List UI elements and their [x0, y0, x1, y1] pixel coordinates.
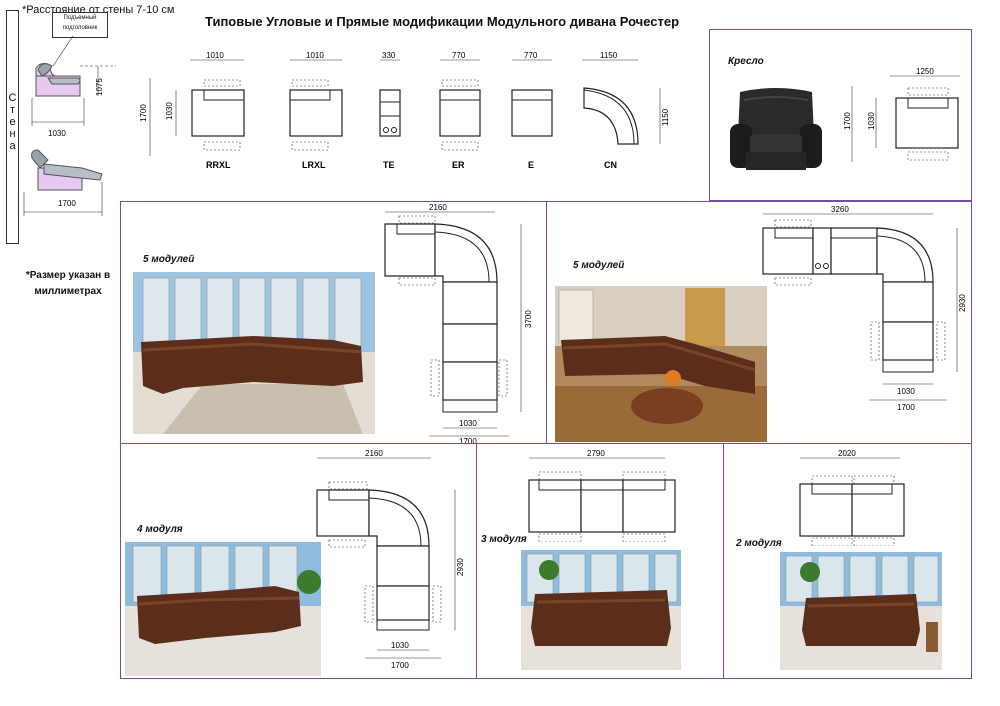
module-lrxl: 1010 LRXL: [289, 51, 343, 170]
config-photo: [521, 550, 681, 670]
er-code: ER: [452, 160, 465, 170]
config-depth-reclined: 1700: [897, 403, 915, 412]
size-note: *Размер указан в миллиметрах: [25, 270, 111, 297]
config-length: 2930: [456, 558, 465, 576]
config-photo: [125, 542, 321, 676]
rrxl-code: RRXL: [206, 160, 231, 170]
armchair-photo: [730, 88, 822, 170]
dim-depth: 1030: [48, 129, 66, 138]
te-code: TE: [383, 160, 395, 170]
armchair-depth-reclined: 1700: [843, 112, 852, 130]
config-length: 3700: [524, 310, 533, 328]
module-e: 770 E: [511, 51, 553, 170]
rrxl-depth: 1030: [165, 102, 174, 120]
module-te: 330 TE: [379, 51, 401, 170]
config-label: 5 модулей: [143, 254, 195, 265]
wall-strip: [6, 10, 19, 244]
config-depth: 1030: [391, 641, 409, 650]
config-length: 2930: [958, 294, 967, 312]
config-diagram: 2160 3700 1030 1700: [384, 204, 533, 444]
er-width: 770: [452, 51, 466, 60]
config-diagram: 2790: [528, 449, 676, 542]
config-label: 2 модуля: [736, 538, 782, 549]
te-width: 330: [382, 51, 396, 60]
dim-height: 1075: [95, 78, 104, 96]
armchair-width: 1250: [916, 67, 934, 76]
config-5-modules-a: 5 модулей 2160 3700 1030 1700: [120, 201, 547, 444]
cn-width: 1150: [600, 51, 618, 60]
modules-diagram: 1010 1700 1030 RRXL 1010 LRXL 330 TE 770: [140, 51, 670, 170]
config-2-modules: 2020 2 модуля: [723, 443, 972, 679]
config-width: 2790: [587, 449, 605, 458]
config-width: 2160: [429, 204, 447, 212]
lrxl-width: 1010: [306, 51, 324, 60]
side-view-diagram: 1075 1030 1700: [23, 36, 116, 216]
config-depth: 1030: [459, 419, 477, 428]
rrxl-depth-reclined: 1700: [140, 104, 148, 122]
config-depth-reclined: 1700: [391, 661, 409, 670]
config-photo: [133, 272, 375, 434]
armchair-diagram: 1250 1700 1030: [843, 67, 960, 162]
config-width: 2160: [365, 449, 383, 458]
config-label: 5 модулей: [573, 260, 625, 271]
config-depth: 1030: [897, 387, 915, 396]
config-photo: [780, 552, 942, 670]
config-photo: [555, 286, 767, 442]
armchair-label: Кресло: [728, 56, 764, 67]
config-width: 3260: [831, 205, 849, 214]
config-3-modules: 2790 3 модуля: [476, 443, 724, 679]
wall-distance-note: *Расстояние от стены 7-10 см: [22, 4, 175, 16]
dim-reclined: 1700: [58, 199, 76, 208]
module-rrxl: 1010 1700 1030 RRXL: [140, 51, 245, 170]
e-code: E: [528, 160, 534, 170]
module-er: 770 ER: [439, 51, 481, 170]
config-diagram: 3260 2930 1030 1700: [762, 205, 967, 412]
lrxl-code: LRXL: [302, 160, 326, 170]
headrest-callout: Подъемный подголовник: [52, 12, 108, 38]
config-width: 2020: [838, 449, 856, 458]
config-label: 3 модуля: [481, 534, 527, 545]
rrxl-width: 1010: [206, 51, 224, 60]
cn-code: CN: [604, 160, 617, 170]
page-title: Типовые Угловые и Прямые модификации Мод…: [205, 14, 680, 29]
config-5-modules-b: 5 модулей 3260 2930 1030 1700: [546, 201, 972, 444]
armchair-panel: Кресло 1250 1700 1030: [709, 29, 972, 201]
armchair-depth: 1030: [867, 112, 876, 130]
e-width: 770: [524, 51, 538, 60]
config-depth-reclined: 1700: [459, 437, 477, 444]
module-cn: 1150 1150 CN: [582, 51, 670, 170]
cn-depth: 1150: [661, 108, 670, 126]
config-diagram: 2160 2930 1030 1700: [316, 449, 465, 670]
config-4-modules: 4 модуля 2160 2930 1030 1700: [120, 443, 477, 679]
config-diagram: 2020: [799, 449, 905, 546]
config-label: 4 модуля: [137, 524, 183, 535]
